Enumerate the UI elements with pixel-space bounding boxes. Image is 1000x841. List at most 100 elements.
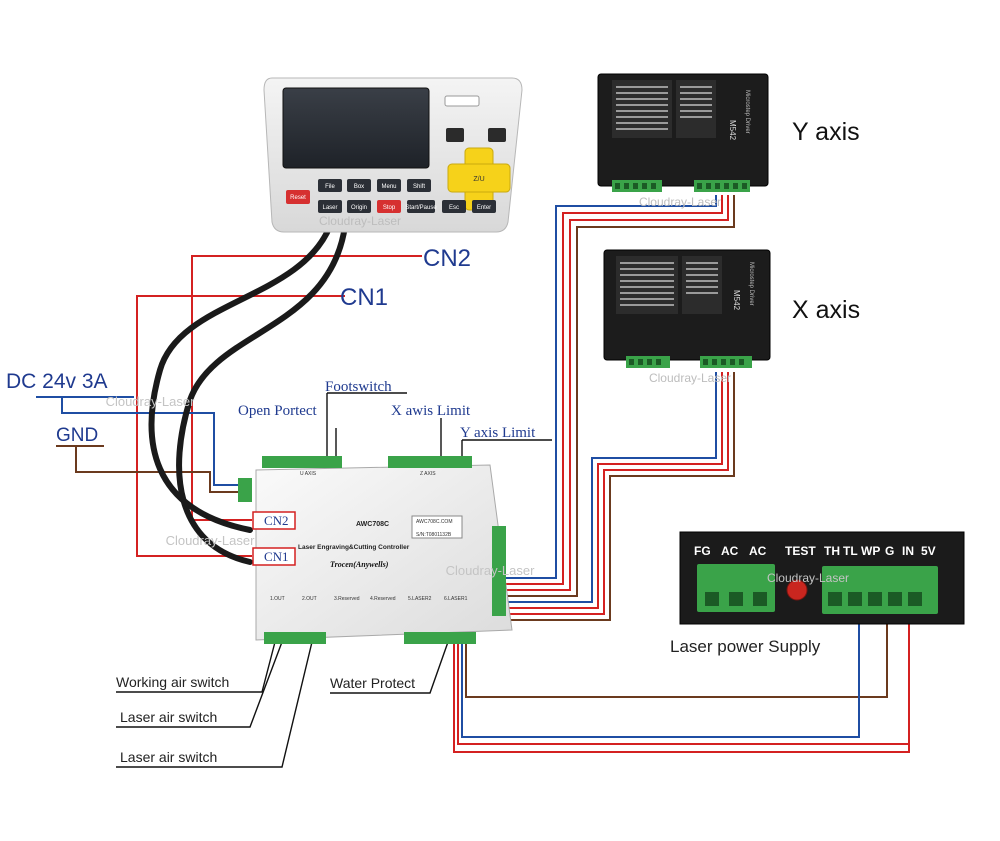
lps-wire-red1 [457, 612, 910, 745]
psu-terminal-tl: TL [843, 544, 858, 558]
open-protect-label: Open Portect [238, 403, 318, 419]
psu-terminal-ac2: AC [749, 544, 767, 558]
laser2-label: 5.LASER2 [408, 596, 432, 602]
shift-button[interactable]: Shift [413, 184, 425, 190]
x-driver-wire-brown [500, 372, 735, 621]
laser-air-1-leader [116, 641, 283, 728]
dpad-center-label: Z/U [473, 176, 484, 183]
box-button[interactable]: Box [354, 184, 364, 190]
y-driver-brand: Microstep Driver [744, 90, 750, 134]
start-pause-button[interactable]: Start/Pause [405, 205, 437, 211]
cn2-box: CN2 [252, 511, 296, 530]
psu-watermark: Cloudray-Laser [767, 571, 849, 585]
cn1-box-label: CN1 [264, 549, 289, 564]
lps-wire-red2 [453, 642, 910, 753]
up-key [446, 128, 464, 142]
gnd-wire [75, 447, 248, 493]
working-air-label: Working air switch [116, 674, 229, 690]
dc-supply-wire [61, 398, 248, 486]
y-driver-watermark: Cloudray-Laser [639, 195, 721, 209]
footswitch-leader [326, 392, 407, 458]
cn1-box: CN1 [252, 547, 296, 566]
menu-button[interactable]: Menu [381, 184, 396, 190]
y-limit-leader [461, 439, 552, 458]
psu-terminal-test: TEST [785, 544, 816, 558]
panel-buttons-row1: File Box Menu Shift [318, 179, 431, 192]
cn1-leader-wire [136, 295, 345, 557]
dpad[interactable]: Z/U [447, 147, 511, 211]
down-key [488, 128, 506, 142]
controller-watermark-1: Cloudray-Laser [166, 533, 256, 548]
dc-watermark: Cloudray-Laser [106, 394, 196, 409]
panel-cables [148, 223, 348, 565]
labels: Y axis X axis CN2 CN1 DC 24v 3A GND Foot… [6, 118, 860, 765]
y-driver-wire-red2 [500, 195, 729, 591]
reset-button[interactable]: Reset [290, 195, 306, 201]
stop-button[interactable]: Stop [383, 205, 396, 211]
water-protect-label: Water Protect [330, 675, 415, 691]
out1-label: 1.OUT [270, 596, 285, 602]
controller-brand: Trocen(Anywells) [330, 560, 389, 569]
origin-button[interactable]: Origin [351, 205, 367, 211]
gnd-label: GND [56, 425, 98, 446]
control-panel: Z/U File Box Menu Shift Reset Laser Orig… [263, 77, 523, 233]
controller-subtitle: Laser Engraving&Cutting Controller [298, 544, 410, 551]
reserved4-label: 4.Reserved [370, 596, 396, 602]
lps-wire-blue [461, 612, 860, 738]
lps-label: Laser power Supply [670, 637, 821, 656]
cn2-label: CN2 [423, 245, 471, 272]
panel-watermark: Cloudray-Laser [319, 214, 401, 228]
psu-terminal-5v: 5V [921, 544, 936, 558]
controller-watermark-2: Cloudray-Laser [446, 563, 536, 578]
cn1-label: CN1 [340, 284, 388, 311]
panel-buttons-row2: Laser Origin Stop Start/Pause Esc Enter [318, 200, 496, 213]
x-driver-wire-red2 [500, 372, 729, 615]
x-axis-label: X axis [792, 296, 860, 324]
y-driver-model: M542 [728, 120, 737, 141]
x-driver-watermark: Cloudray-Laser [649, 371, 731, 385]
laser-air-2-leader [116, 641, 313, 768]
panel-lcd [282, 87, 430, 169]
usb-port-icon [444, 95, 480, 107]
y-axis-label: Y axis [792, 118, 860, 146]
uaxis-label: U AXIS [300, 471, 317, 477]
wires [36, 195, 910, 768]
psu-terminal-wp: WP [861, 544, 880, 558]
controller-sn: S/N:T0801132B [416, 532, 452, 538]
laser-power-supply: FG AC AC TEST TH TL WP G IN 5V Cloudray-… [679, 531, 965, 625]
psu-terminal-g: G [885, 544, 894, 558]
controller-website: AWC708C.COM [416, 519, 453, 525]
x-driver-brand: Microstep Driver [748, 262, 754, 306]
main-controller: AWC708C Laser Engraving&Cutting Controll… [166, 456, 536, 644]
zaxis-label: Z AXIS [420, 471, 436, 477]
psu-test-button[interactable] [786, 579, 808, 601]
laser-air-1-label: Laser air switch [120, 709, 217, 725]
psu-terminal-fg: FG [694, 544, 711, 558]
panel-cable-1 [148, 223, 333, 533]
x-driver-wire-blue [500, 372, 717, 603]
controller-model: AWC708C [356, 521, 389, 528]
y-axis-driver: M542 Microstep Driver Cloudray-Laser [597, 73, 769, 209]
lps-wire-brown [465, 612, 888, 698]
laser-air-2-label: Laser air switch [120, 749, 217, 765]
psu-terminal-ac1: AC [721, 544, 739, 558]
dc-label: DC 24v 3A [6, 370, 108, 393]
x-driver-model: M542 [732, 290, 741, 311]
enter-button[interactable]: Enter [477, 205, 491, 211]
cn2-box-label: CN2 [264, 513, 289, 528]
x-limit-label: X awis Limit [391, 403, 471, 419]
laser1-label: 6.LASER1 [444, 596, 468, 602]
panel-cable-2 [176, 223, 348, 565]
working-air-leader [116, 641, 276, 693]
laser-button[interactable]: Laser [322, 205, 337, 211]
x-axis-driver: M542 Microstep Driver Cloudray-Laser [603, 249, 771, 385]
y-limit-label: Y axis Limit [460, 425, 536, 441]
y-driver-wire-red1 [500, 195, 723, 585]
y-driver-wire-brown [500, 195, 735, 597]
esc-button[interactable]: Esc [449, 205, 459, 211]
file-button[interactable]: File [325, 184, 335, 190]
psu-terminal-th: TH [824, 544, 840, 558]
x-driver-wire-red1 [500, 372, 723, 609]
